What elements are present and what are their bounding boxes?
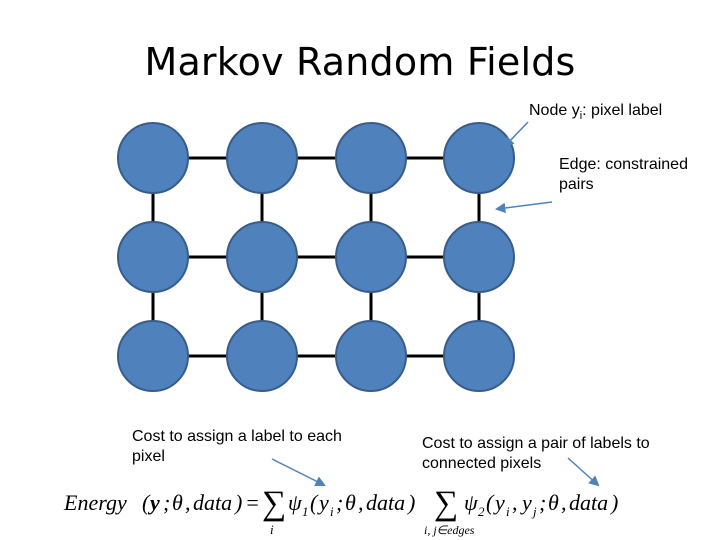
slide-title: Markov Random Fields bbox=[144, 40, 576, 84]
eq-comma-4: , bbox=[561, 490, 567, 515]
grid-node bbox=[226, 221, 298, 293]
node-annotation-arrow bbox=[503, 121, 529, 148]
grid-node bbox=[443, 221, 515, 293]
eq-yj: y bbox=[520, 490, 532, 515]
eq-data-1: data bbox=[193, 490, 232, 515]
eq-psi-2-sub: 2 bbox=[478, 504, 485, 519]
eq-lhs: Energy bbox=[63, 490, 127, 515]
eq-theta-1: θ bbox=[172, 490, 183, 515]
eq-yi-pair: y bbox=[493, 490, 505, 515]
grid-node bbox=[117, 221, 189, 293]
grid-node bbox=[226, 122, 298, 194]
eq-psi-2: ψ bbox=[464, 490, 478, 515]
eq-sum-pair: ∑ bbox=[434, 485, 458, 522]
grid-nodes bbox=[117, 122, 515, 392]
grid-node bbox=[335, 122, 407, 194]
eq-yi: y bbox=[317, 490, 329, 515]
eq-y-bold: y bbox=[147, 490, 160, 515]
grid-node bbox=[335, 221, 407, 293]
eq-paren-open: ( bbox=[142, 490, 151, 515]
grid-node bbox=[226, 320, 298, 392]
eq-comma-2: , bbox=[358, 490, 364, 515]
eq-equals: = bbox=[245, 490, 260, 515]
eq-paren-open-2: ( bbox=[310, 490, 319, 515]
eq-sep-2: ; bbox=[336, 490, 343, 515]
eq-yj-sub: j bbox=[531, 504, 537, 519]
eq-paren-close-2: ) bbox=[406, 490, 415, 515]
eq-paren-close-1: ) bbox=[233, 490, 242, 515]
grid-edges bbox=[151, 156, 481, 358]
eq-comma-3: , bbox=[512, 490, 518, 515]
grid-node bbox=[117, 320, 189, 392]
eq-data-3: data bbox=[569, 490, 608, 515]
grid-node bbox=[443, 320, 515, 392]
annotation-arrows bbox=[271, 121, 600, 487]
unary-cost-annotation: Cost to assign a label to each pixel bbox=[132, 428, 342, 465]
grid-node bbox=[443, 122, 515, 194]
eq-data-2: data bbox=[366, 490, 405, 515]
energy-equation: Energy ( y ; θ , data ) = ∑ i ψ 1 ( y i … bbox=[63, 485, 618, 537]
eq-yi-sub: i bbox=[330, 504, 334, 519]
edge-annotation: Edge: constrained pairs bbox=[559, 156, 688, 193]
grid-node bbox=[335, 320, 407, 392]
node-annotation-suffix: : pixel label bbox=[582, 102, 663, 119]
eq-sum-pair-index: i, j∈edges bbox=[424, 523, 475, 537]
pairwise-cost-arrow bbox=[567, 457, 600, 487]
eq-sep-1: ; bbox=[163, 490, 170, 515]
eq-psi-1: ψ bbox=[288, 490, 302, 515]
eq-yi-pair-sub: i bbox=[506, 504, 510, 519]
unary-cost-arrow bbox=[271, 458, 326, 486]
eq-paren-open-3: ( bbox=[486, 490, 495, 515]
eq-comma-1: , bbox=[185, 490, 191, 515]
grid-node bbox=[117, 122, 189, 194]
eq-paren-close-3: ) bbox=[609, 490, 618, 515]
eq-sum-unary-index: i bbox=[270, 522, 274, 537]
pairwise-cost-annotation: Cost to assign a pair of labels to conne… bbox=[422, 435, 650, 472]
node-annotation: Node yi: pixel label bbox=[529, 101, 662, 126]
eq-sum-unary: ∑ bbox=[262, 485, 286, 522]
node-annotation-prefix: Node y bbox=[529, 102, 580, 119]
eq-theta-2: θ bbox=[345, 490, 356, 515]
eq-psi-1-sub: 1 bbox=[302, 504, 309, 519]
eq-theta-3: θ bbox=[548, 490, 559, 515]
eq-sep-3: ; bbox=[539, 490, 546, 515]
node-annotation-subscript: i bbox=[579, 110, 583, 123]
edge-annotation-arrow bbox=[494, 201, 553, 214]
